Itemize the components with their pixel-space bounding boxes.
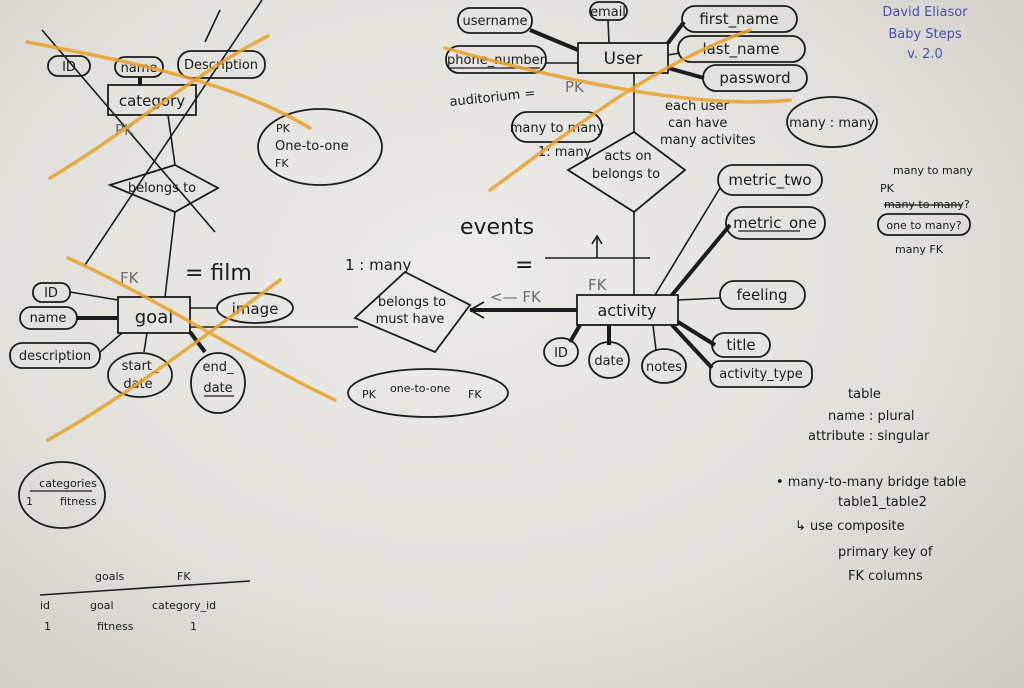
svg-text:1: 1 [44,620,51,633]
categories-bubble: categories 1 fitness [18,461,106,529]
svg-text:v. 2.0: v. 2.0 [907,47,943,62]
svg-text:ID: ID [44,286,58,301]
attr-description: Description [184,58,258,73]
svg-text:id: id [40,599,50,612]
svg-text:activity_type: activity_type [719,367,802,382]
category-attributes: ID name Description [47,50,266,79]
right-side-notes: many to many PK many to many? one to man… [877,164,973,256]
svg-text:PK: PK [880,182,895,195]
attr-id: ID [62,60,76,75]
svg-text:each user: each user [665,99,729,114]
relationship-belongs-to[interactable]: belongs to [107,164,220,213]
one-to-many-note: 1: many [538,145,592,160]
svg-text:password: password [719,69,790,87]
auditorium-note: auditorium = [449,86,536,110]
user-attributes: username email first_name last_name pass… [445,1,808,92]
relationship-acts-on-belongs-to[interactable]: acts on belongs to [566,130,687,214]
svg-text:notes: notes [646,360,682,375]
goal-alias: = film [185,261,252,286]
goals-table-sketch: goals FK id goal category_id 1 fitness 1 [39,570,251,633]
svg-text:one to many?: one to many? [886,219,961,232]
svg-text:fitness: fitness [60,495,97,508]
svg-text:many FK: many FK [895,243,944,256]
svg-text:ID: ID [554,346,568,361]
activity-fk-note: FK [588,276,608,294]
many-many-bubble: many : many [786,96,878,148]
svg-text:image: image [232,300,279,318]
category-annotation-bubble: PK One-to-one FK [257,108,383,186]
entity-user[interactable]: User [577,42,669,74]
svg-text:name: name [30,311,67,326]
svg-text:description: description [19,349,91,364]
svg-text:PK: PK [276,122,291,135]
svg-text:can have: can have [668,116,727,131]
svg-text:primary key of: primary key of [838,545,933,560]
svg-text:fitness: fitness [97,620,134,633]
goal-annotation-bubble: PK one-to-one FK [347,368,509,418]
orange-strike-marks [25,28,792,442]
svg-text:attribute : singular: attribute : singular [808,429,930,444]
relationship-label: belongs to [592,167,660,182]
svg-text:end_: end_ [203,360,234,375]
svg-text:One-to-one: One-to-one [275,139,349,154]
svg-text:FK columns: FK columns [848,569,923,584]
relationship-belongs-to-must-have[interactable]: belongs to must have [353,270,472,354]
svg-text:one-to-one: one-to-one [390,382,451,395]
svg-text:many to many: many to many [510,121,605,136]
svg-text:last_name: last_name [702,40,779,59]
relationship-label: belongs to [128,181,196,196]
relationship-label: acts on [604,149,651,164]
entity-goal[interactable]: goal [117,296,191,334]
svg-text:FK: FK [120,269,140,287]
svg-text:title: title [726,336,755,354]
svg-text:feeling: feeling [736,286,787,304]
svg-text:FK: FK [468,388,482,401]
svg-text:Baby Steps: Baby Steps [888,27,962,42]
goal-attributes: FK = film ID name description start_ dat… [9,261,294,414]
relationship-label: must have [376,312,445,327]
svg-text:username: username [463,14,528,29]
arrow-fk-note: <— FK [490,288,542,306]
svg-text:name : plural: name : plural [828,409,915,424]
svg-text:first_name: first_name [699,10,778,29]
entity-activity[interactable]: activity [576,294,679,326]
svg-text:PK: PK [362,388,377,401]
svg-text:• many-to-many bridge table: • many-to-many bridge table [776,475,966,490]
connector-lines [41,0,732,370]
cardinality-label: 1 : many [345,256,411,274]
activity-attributes: ID date notes feeling title activity_typ… [543,164,826,388]
svg-text:David Eliasor: David Eliasor [882,5,968,20]
svg-text:many activites: many activites [660,133,756,148]
svg-text:metric_two: metric_two [728,171,811,190]
relationship-label: belongs to [378,295,446,310]
svg-text:many : many: many : many [789,116,875,131]
svg-text:goals: goals [95,570,125,583]
svg-text:many to many: many to many [893,164,973,177]
each-user-note: each user can have many activites [660,99,756,148]
events-note: events [460,215,534,240]
svg-text:date: date [203,381,232,396]
svg-text:category_id: category_id [152,599,216,612]
svg-text:email: email [590,5,626,20]
entity-label: activity [598,301,657,320]
svg-text:FK: FK [177,570,191,583]
svg-text:goal: goal [90,599,114,612]
events-equals: = [515,253,533,278]
svg-text:start_: start_ [122,359,159,374]
entity-label: goal [135,307,173,328]
svg-text:FK: FK [275,157,289,170]
svg-text:1: 1 [190,620,197,633]
svg-text:table1_table2: table1_table2 [838,495,927,510]
svg-text:1: 1 [26,495,33,508]
svg-text:date: date [594,354,623,369]
svg-text:↳ use composite: ↳ use composite [795,519,905,534]
svg-text:table: table [848,387,881,402]
table-naming-notes: table name : plural attribute : singular… [776,387,966,584]
author-signature: David Eliasor Baby Steps v. 2.0 [882,5,968,62]
svg-text:categories: categories [39,477,97,490]
entity-label: User [604,49,643,69]
svg-text:metric_one: metric_one [733,214,817,233]
